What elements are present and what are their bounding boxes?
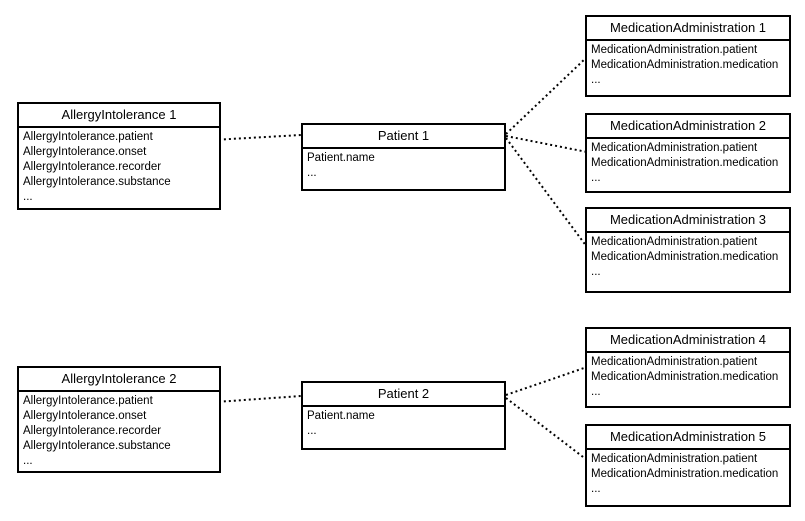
box-title: MedicationAdministration 4 bbox=[587, 329, 789, 353]
field-allergy-substance: AllergyIntolerance.substance bbox=[23, 176, 171, 188]
field-ellipsis: ... bbox=[591, 386, 601, 398]
field-ellipsis: ... bbox=[307, 425, 317, 437]
field-med-patient: MedicationAdministration.patient bbox=[591, 44, 758, 56]
field-allergy-substance: AllergyIntolerance.substance bbox=[23, 440, 171, 452]
box-title: AllergyIntolerance 1 bbox=[19, 104, 219, 128]
field-med-patient: MedicationAdministration.patient bbox=[591, 142, 758, 154]
connector-patient2-to-med5 bbox=[505, 397, 588, 461]
box-field-list: MedicationAdministration.patient Medicat… bbox=[587, 41, 789, 88]
box-patient-1: Patient 1 Patient.name ... bbox=[301, 123, 506, 191]
field-med-medication: MedicationAdministration.medication bbox=[591, 157, 779, 169]
box-allergy-intolerance-2: AllergyIntolerance 2 AllergyIntolerance.… bbox=[17, 366, 221, 473]
box-field-list: AllergyIntolerance.patient AllergyIntole… bbox=[19, 128, 219, 205]
field-allergy-patient: AllergyIntolerance.patient bbox=[23, 395, 153, 407]
field-ellipsis: ... bbox=[591, 74, 601, 86]
box-title: MedicationAdministration 3 bbox=[587, 209, 789, 233]
box-title: MedicationAdministration 5 bbox=[587, 426, 789, 450]
field-ellipsis: ... bbox=[591, 266, 601, 278]
field-allergy-onset: AllergyIntolerance.onset bbox=[23, 146, 147, 158]
field-patient-name: Patient.name bbox=[307, 152, 375, 164]
box-title: AllergyIntolerance 2 bbox=[19, 368, 219, 392]
field-allergy-patient: AllergyIntolerance.patient bbox=[23, 131, 153, 143]
box-field-list: MedicationAdministration.patient Medicat… bbox=[587, 353, 789, 400]
box-medication-administration-4: MedicationAdministration 4 MedicationAdm… bbox=[585, 327, 791, 408]
box-medication-administration-5: MedicationAdministration 5 MedicationAdm… bbox=[585, 424, 791, 507]
field-allergy-recorder: AllergyIntolerance.recorder bbox=[23, 425, 162, 437]
field-med-medication: MedicationAdministration.medication bbox=[591, 251, 779, 263]
box-medication-administration-3: MedicationAdministration 3 MedicationAdm… bbox=[585, 207, 791, 293]
field-ellipsis: ... bbox=[23, 455, 33, 467]
field-ellipsis: ... bbox=[591, 172, 601, 184]
box-title: MedicationAdministration 1 bbox=[587, 17, 789, 41]
field-med-medication: MedicationAdministration.medication bbox=[591, 59, 779, 71]
field-patient-name: Patient.name bbox=[307, 410, 375, 422]
box-medication-administration-2: MedicationAdministration 2 MedicationAdm… bbox=[585, 113, 791, 193]
box-title: Patient 2 bbox=[303, 383, 504, 407]
connector-patient1-to-med1 bbox=[505, 56, 588, 135]
field-ellipsis: ... bbox=[23, 191, 33, 203]
box-title: MedicationAdministration 2 bbox=[587, 115, 789, 139]
box-medication-administration-1: MedicationAdministration 1 MedicationAdm… bbox=[585, 15, 791, 97]
connector-patient1-to-med3 bbox=[505, 137, 588, 248]
box-field-list: MedicationAdministration.patient Medicat… bbox=[587, 450, 789, 497]
box-allergy-intolerance-1: AllergyIntolerance 1 AllergyIntolerance.… bbox=[17, 102, 221, 210]
box-field-list: Patient.name ... bbox=[303, 407, 504, 439]
field-med-patient: MedicationAdministration.patient bbox=[591, 453, 758, 465]
field-med-medication: MedicationAdministration.medication bbox=[591, 468, 779, 480]
box-field-list: AllergyIntolerance.patient AllergyIntole… bbox=[19, 392, 219, 469]
field-med-patient: MedicationAdministration.patient bbox=[591, 236, 758, 248]
box-patient-2: Patient 2 Patient.name ... bbox=[301, 381, 506, 450]
connector-patient1-to-med2 bbox=[505, 135, 588, 153]
box-field-list: Patient.name ... bbox=[303, 149, 504, 181]
box-title: Patient 1 bbox=[303, 125, 504, 149]
connector-patient2-to-med4 bbox=[505, 366, 588, 396]
field-ellipsis: ... bbox=[307, 167, 317, 179]
field-med-patient: MedicationAdministration.patient bbox=[591, 356, 758, 368]
field-allergy-onset: AllergyIntolerance.onset bbox=[23, 410, 147, 422]
field-ellipsis: ... bbox=[591, 483, 601, 495]
field-med-medication: MedicationAdministration.medication bbox=[591, 371, 779, 383]
box-field-list: MedicationAdministration.patient Medicat… bbox=[587, 139, 789, 186]
box-field-list: MedicationAdministration.patient Medicat… bbox=[587, 233, 789, 280]
field-allergy-recorder: AllergyIntolerance.recorder bbox=[23, 161, 162, 173]
